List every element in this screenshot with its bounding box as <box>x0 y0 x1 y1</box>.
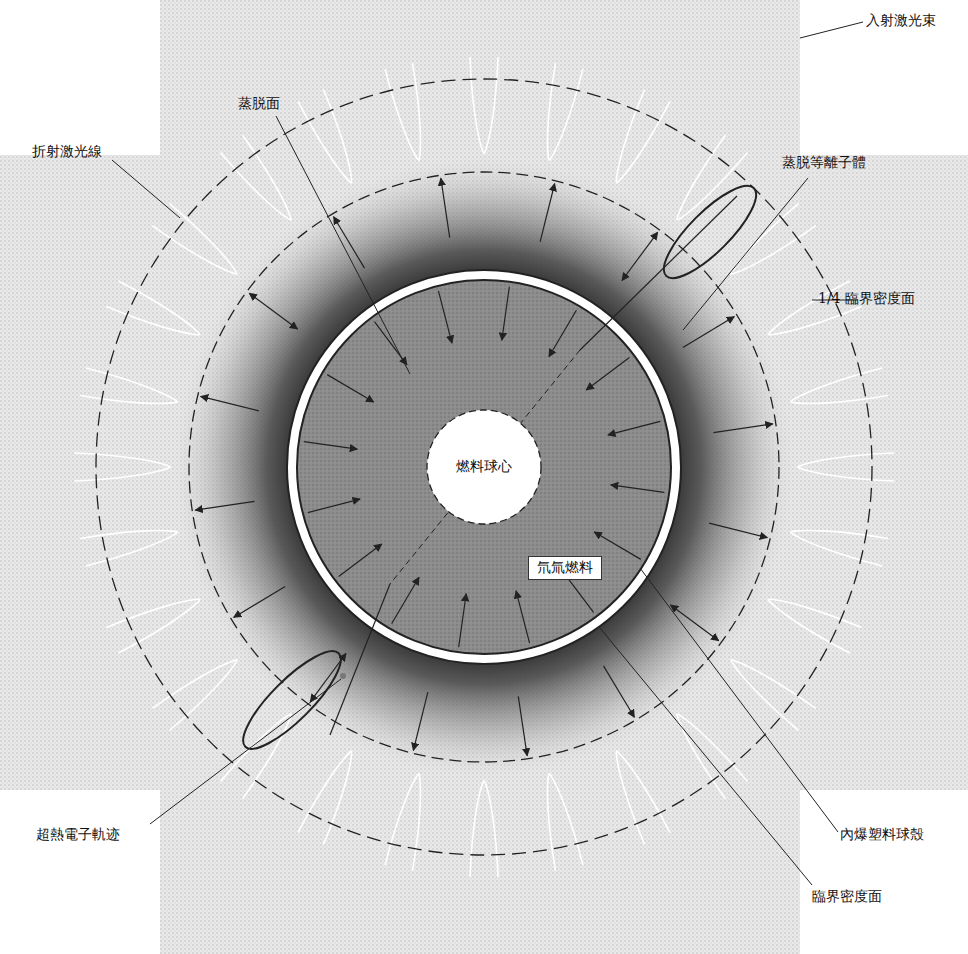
node-text: 氘氚燃料 <box>537 559 593 577</box>
flow-arrow <box>195 501 254 510</box>
refracted-ray <box>762 587 861 653</box>
flow-arrow <box>603 666 634 717</box>
flow-arrow <box>622 232 658 280</box>
refracted-ray <box>152 649 245 730</box>
flow-arrow <box>308 499 360 513</box>
refracted-ray <box>74 453 171 481</box>
node-text: 燃料球心 <box>456 458 512 476</box>
refracted-ray <box>106 587 205 653</box>
flow-arrow <box>586 357 629 389</box>
flow-arrow <box>438 291 452 343</box>
refracted-ray <box>788 518 888 565</box>
refracted-ray <box>604 745 670 844</box>
refracted-ray <box>80 368 180 415</box>
refracted-ray <box>106 281 205 347</box>
refracted-ray <box>298 89 364 188</box>
fuel-label-box: 氘氚燃料 <box>528 556 602 580</box>
flow-arrow <box>549 310 576 357</box>
part-label: 折射激光線 <box>32 143 102 160</box>
flow-arrow <box>201 396 259 411</box>
refracted-ray <box>666 705 747 798</box>
refracted-ray <box>470 57 498 154</box>
refracted-ray <box>798 453 895 481</box>
refracted-ray <box>221 135 302 228</box>
flow-arrow <box>516 591 530 643</box>
refracted-ray <box>298 745 364 844</box>
flow-arrow <box>339 544 382 576</box>
part-label: 1/4 臨界密度面 <box>818 290 915 307</box>
flow-arrow <box>304 442 357 450</box>
refracted-ray <box>535 63 582 163</box>
flow-arrow <box>670 605 718 641</box>
refracted-ray <box>788 368 888 415</box>
flow-arrow <box>234 586 285 617</box>
flow-arrow <box>713 424 772 433</box>
part-label: 入射激光束 <box>866 12 936 29</box>
flow-arrow <box>502 287 510 340</box>
part-label: 蒸脱等離子體 <box>782 154 866 171</box>
flow-arrow <box>327 375 374 402</box>
flow-arrow <box>709 523 767 538</box>
flow-arrow <box>441 178 450 237</box>
refracted-ray <box>722 204 815 285</box>
fuel-core-circle: 燃料球心 <box>426 409 542 525</box>
refracted-ray <box>385 63 432 163</box>
flow-arrow <box>611 485 664 493</box>
refracted-ray <box>80 518 180 565</box>
refracted-ray <box>535 771 582 871</box>
flow-arrow <box>540 184 555 242</box>
flow-arrow <box>249 293 297 329</box>
part-label: 內爆塑料球殼 <box>840 826 924 843</box>
part-label: 臨界密度面 <box>812 888 882 905</box>
refracted-ray <box>604 89 670 188</box>
part-label: 超熱電子軌迹 <box>36 826 120 843</box>
refracted-ray <box>470 781 498 878</box>
flow-arrow <box>392 577 419 624</box>
flow-arrow <box>459 594 467 647</box>
part-label: 蒸脱面 <box>238 95 280 112</box>
flow-arrow <box>518 696 527 755</box>
refracted-ray <box>385 771 432 871</box>
flow-arrow <box>413 692 428 750</box>
flow-arrow <box>608 421 660 435</box>
flow-arrow <box>334 217 365 268</box>
